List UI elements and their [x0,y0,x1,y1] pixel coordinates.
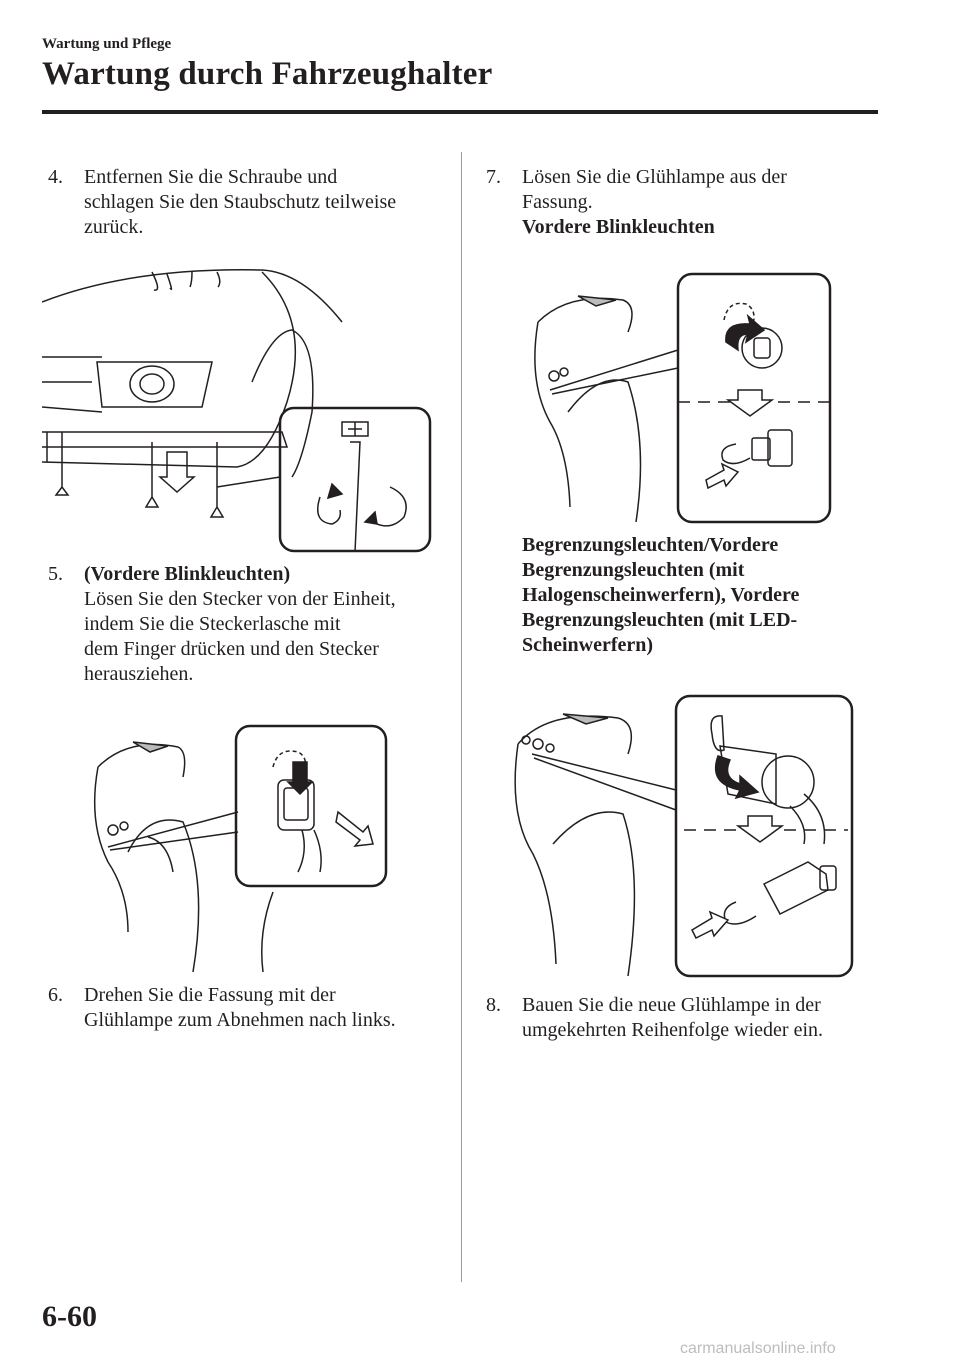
step-7: 7. Lösen Sie die Glühlampe aus der Fassu… [486,165,886,240]
column-divider [461,152,462,1282]
step-number: 4. [48,166,63,188]
step-line: indem Sie die Steckerlasche mit [84,613,341,635]
step-line: herausziehen. [84,663,194,685]
step-6: 6. Drehen Sie die Fassung mit der Glühla… [48,983,458,1033]
step-line: Bauen Sie die neue Glühlampe in der [522,994,821,1016]
step-5: 5. (Vordere Blinkleuchten) Lösen Sie den… [48,562,458,687]
connector-release-illustration [88,722,390,974]
bulb-removal-parking-light-illustration [508,694,854,978]
subheading-line: Begrenzungsleuchten/Vordere [522,534,779,556]
subheading-line: Begrenzungsleuchten (mit [522,559,745,581]
section-label: Wartung und Pflege [42,36,172,52]
step-line: Lösen Sie die Glühlampe aus der [522,166,787,188]
bulb-removal-turn-signal-illustration [528,272,834,524]
step-heading: (Vordere Blinkleuchten) [84,563,291,585]
step-line: Glühlampe zum Abnehmen nach links. [84,1009,396,1031]
step-subheading: Vordere Blinkleuchten [522,216,715,238]
step-line: schlagen Sie den Staubschutz teilweise [84,191,397,213]
header-rule [42,110,878,114]
step-number: 8. [486,994,501,1016]
step-line: Fassung. [522,191,593,213]
screw-removal-illustration [42,262,434,556]
step-line: Lösen Sie den Stecker von der Einheit, [84,588,396,610]
subheading-line: Begrenzungsleuchten (mit LED- [522,609,798,631]
step-8: 8. Bauen Sie die neue Glühlampe in der u… [486,993,886,1043]
step-line: zurück. [84,216,144,238]
step-number: 5. [48,563,63,585]
step-line: umgekehrten Reihenfolge wieder ein. [522,1019,823,1041]
page-title: Wartung durch Fahrzeughalter [42,56,493,92]
step-line: Drehen Sie die Fassung mit der [84,984,336,1006]
step-4: 4. Entfernen Sie die Schraube und schlag… [48,165,448,240]
step-number: 7. [486,166,501,188]
subheading-line: Scheinwerfern) [522,634,654,656]
parking-lights-subheading: Begrenzungsleuchten/Vordere Begrenzungsl… [522,533,882,658]
page-number: 6-60 [42,1300,97,1333]
step-line: Entfernen Sie die Schraube und [84,166,338,188]
subheading-line: Halogenscheinwerfern), Vordere [522,584,800,606]
watermark: carmanualsonline.info [680,1340,836,1357]
step-number: 6. [48,984,63,1006]
step-line: dem Finger drücken und den Stecker [84,638,379,660]
